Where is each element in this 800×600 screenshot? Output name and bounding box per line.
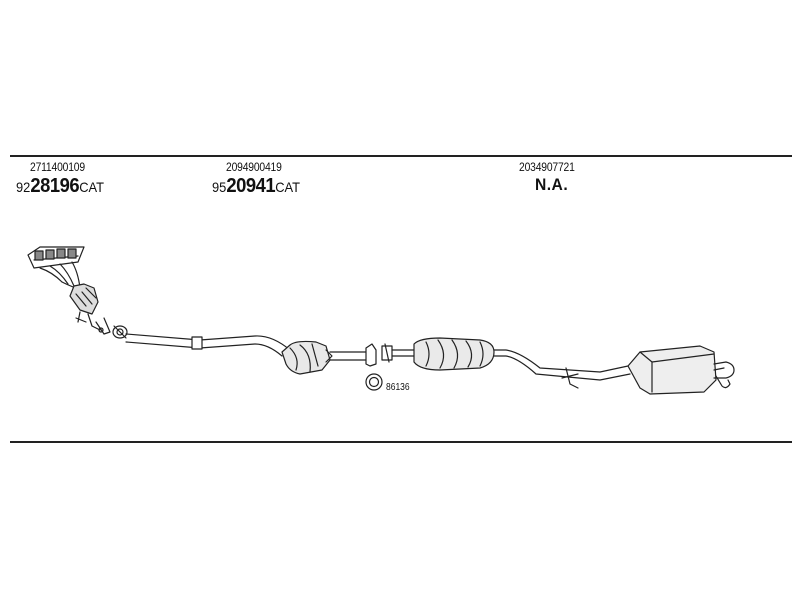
gasket-part-label: 86136 bbox=[386, 382, 410, 393]
gasket-ring[interactable] bbox=[365, 373, 383, 391]
code-prefix: 95 bbox=[212, 179, 227, 195]
middle-silencer[interactable] bbox=[381, 337, 631, 389]
catalytic-converter[interactable] bbox=[281, 340, 377, 375]
front-pipe[interactable] bbox=[112, 325, 291, 357]
rear-silencer[interactable] bbox=[627, 345, 735, 395]
part-code[interactable]: N.A. bbox=[535, 175, 580, 195]
oe-number: 2711400109 bbox=[30, 160, 85, 174]
column-rear-section: 2034907721 N.A. bbox=[519, 160, 584, 195]
part-code[interactable]: 9228196CAT bbox=[16, 175, 104, 198]
column-middle-section: 2094900419 9520941CAT bbox=[212, 160, 308, 198]
code-main: 20941 bbox=[226, 175, 276, 197]
code-suffix: CAT bbox=[275, 179, 301, 195]
oe-number: 2094900419 bbox=[226, 160, 282, 174]
column-front-section: 2711400109 9228196CAT bbox=[16, 160, 112, 198]
code-suffix: CAT bbox=[79, 179, 105, 195]
code-main: N.A. bbox=[535, 175, 569, 194]
oe-number: 2034907721 bbox=[519, 160, 575, 174]
code-prefix: 92 bbox=[16, 179, 31, 195]
exhaust-manifold[interactable] bbox=[27, 246, 111, 335]
code-main: 28196 bbox=[30, 175, 80, 197]
top-rule bbox=[10, 155, 792, 157]
bottom-rule bbox=[10, 441, 792, 443]
part-code[interactable]: 9520941CAT bbox=[212, 175, 300, 198]
